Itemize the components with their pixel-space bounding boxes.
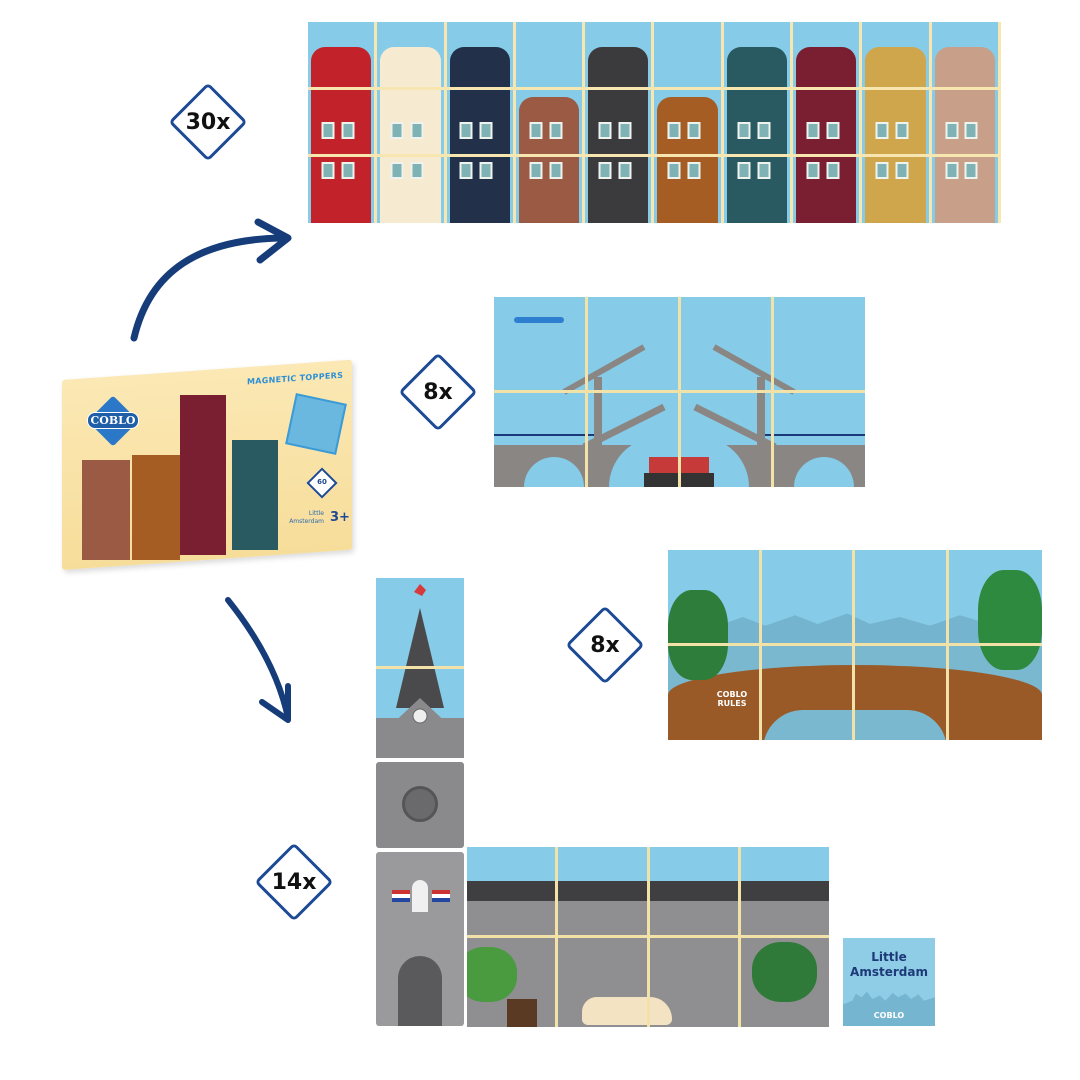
bridge-underpass	[763, 710, 947, 740]
vintage-car-icon	[582, 997, 672, 1025]
house-topper-column	[515, 22, 586, 223]
tower-door	[398, 956, 442, 1026]
house-topper-column	[446, 22, 516, 223]
church-hall-tiles	[467, 847, 829, 1027]
church-tower-rose-tile	[376, 762, 464, 848]
badge-canal-bridge-count: 8x	[565, 605, 645, 685]
curved-arrow-up-right-icon	[130, 218, 292, 342]
house-topper-column	[377, 22, 447, 223]
badge-houses-count: 30x	[168, 82, 248, 162]
house-topper-column	[308, 22, 378, 223]
church-spire-tiles	[376, 578, 464, 758]
box-house-red	[180, 395, 226, 555]
graffiti-text: COBLO RULES	[716, 690, 748, 708]
cover-title-line1: Little	[871, 950, 907, 964]
drawbridge-illustration	[494, 317, 865, 487]
church-spire-illustration	[376, 584, 464, 758]
house-topper-column	[654, 22, 724, 223]
dutch-flag-icon	[392, 890, 410, 902]
set-name-line1: Little	[308, 510, 324, 517]
tree-left	[668, 590, 728, 680]
box-house-brown	[132, 455, 180, 560]
cover-title-line2: Amsterdam	[850, 965, 928, 979]
box-house-brick	[82, 460, 130, 560]
rose-window-icon	[402, 786, 438, 822]
house-topper-column	[585, 22, 655, 223]
church-tower-base-tiles	[376, 852, 464, 1026]
tree-right	[978, 570, 1042, 670]
piece-count-label: 60	[317, 478, 327, 486]
badge-label: 8x	[423, 379, 453, 405]
age-label: 3+	[330, 510, 350, 525]
badge-label: 30x	[185, 109, 231, 135]
tower-window	[412, 880, 428, 912]
skyline-silhouette	[843, 991, 935, 1026]
curved-arrow-down-icon	[225, 597, 291, 723]
badge-church-count: 14x	[254, 842, 334, 922]
dutch-flag-icon	[432, 890, 450, 902]
house-topper-column	[931, 22, 1001, 223]
house-topper-column	[723, 22, 794, 223]
set-name-line2: Amsterdam	[289, 518, 324, 525]
house-topper-column	[793, 22, 863, 223]
cover-title: Little Amsterdam	[843, 950, 935, 980]
coblo-logo-text: COBLO	[87, 412, 139, 429]
canal-bridge-tiles: COBLO RULES	[668, 550, 1042, 740]
tree-right	[752, 942, 817, 1002]
badge-drawbridge-count: 8x	[398, 352, 478, 432]
badge-label: 14x	[271, 869, 317, 895]
box-house-teal	[232, 440, 278, 550]
house-toppers-strip	[308, 22, 1001, 223]
tile-seam	[376, 666, 464, 669]
badge-label: 8x	[590, 632, 620, 658]
coblo-logo: COBLO	[87, 395, 139, 447]
tree-left	[467, 947, 517, 1002]
house-topper-column	[862, 22, 932, 223]
drawbridge-tiles	[494, 297, 865, 487]
little-amsterdam-cover-tile: Little Amsterdam COBLO	[843, 938, 935, 1026]
coblo-logo-small: COBLO	[873, 1011, 905, 1020]
box-sample-tile	[285, 393, 347, 455]
box-set-name: Little Amsterdam	[284, 510, 324, 526]
product-box: MAGNETIC TOPPERS COBLO 60 Little Amsterd…	[62, 359, 352, 570]
